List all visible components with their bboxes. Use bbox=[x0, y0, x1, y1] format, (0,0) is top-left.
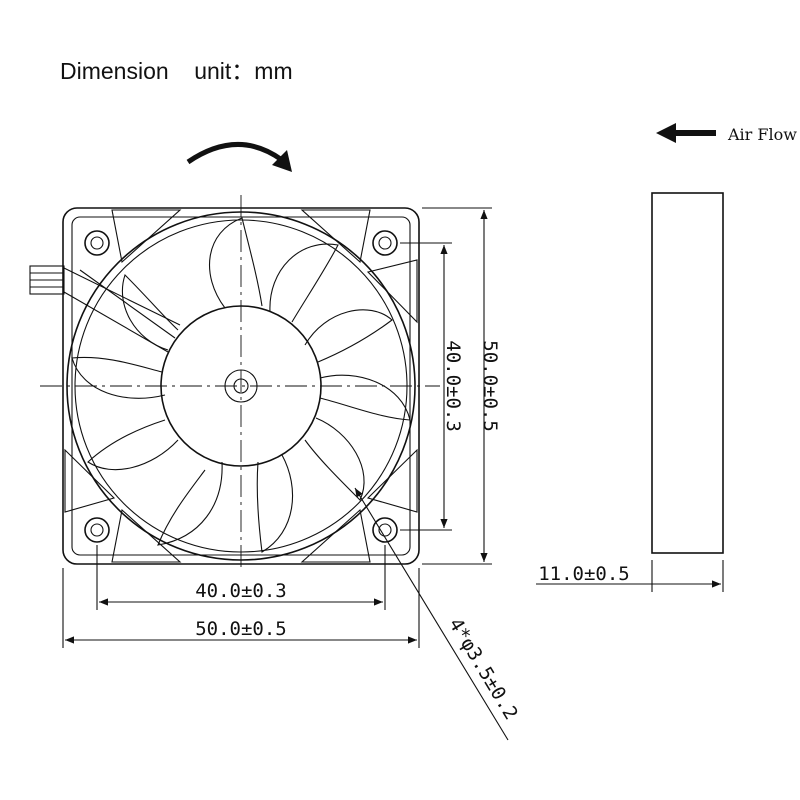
left-arrow-icon bbox=[656, 123, 716, 143]
dim-mount-horizontal: 40.0±0.3 bbox=[96, 545, 386, 610]
dim-mount-horizontal-label: 40.0±0.3 bbox=[195, 580, 287, 602]
dim-overall-horizontal-label: 50.0±0.5 bbox=[195, 618, 287, 640]
dimension-title: Dimension bbox=[60, 58, 169, 84]
airflow-indicator: Air Flow bbox=[656, 123, 797, 144]
centerlines bbox=[40, 195, 440, 572]
dim-thickness-label: 11.0±0.5 bbox=[538, 563, 630, 585]
page-title: Dimension unit：mm bbox=[60, 52, 293, 86]
airflow-label: Air Flow bbox=[727, 125, 797, 144]
unit-label: unit：mm bbox=[194, 58, 293, 84]
dim-overall-vertical-label: 50.0±0.5 bbox=[479, 340, 501, 432]
dim-mount-vertical: 40.0±0.3 bbox=[400, 242, 464, 531]
dim-overall-vertical: 50.0±0.5 bbox=[422, 207, 501, 565]
clockwise-arrow-icon bbox=[186, 142, 292, 172]
fan-blades bbox=[71, 217, 411, 553]
dim-overall-horizontal: 50.0±0.5 bbox=[62, 568, 420, 648]
side-view: 11.0±0.5 bbox=[536, 192, 724, 592]
dim-mount-vertical-label: 40.0±0.3 bbox=[442, 340, 464, 432]
dim-holes-label: 4*φ3.5±0.2 bbox=[444, 614, 522, 723]
wire-lead bbox=[29, 265, 181, 353]
mounting-holes bbox=[84, 230, 398, 543]
